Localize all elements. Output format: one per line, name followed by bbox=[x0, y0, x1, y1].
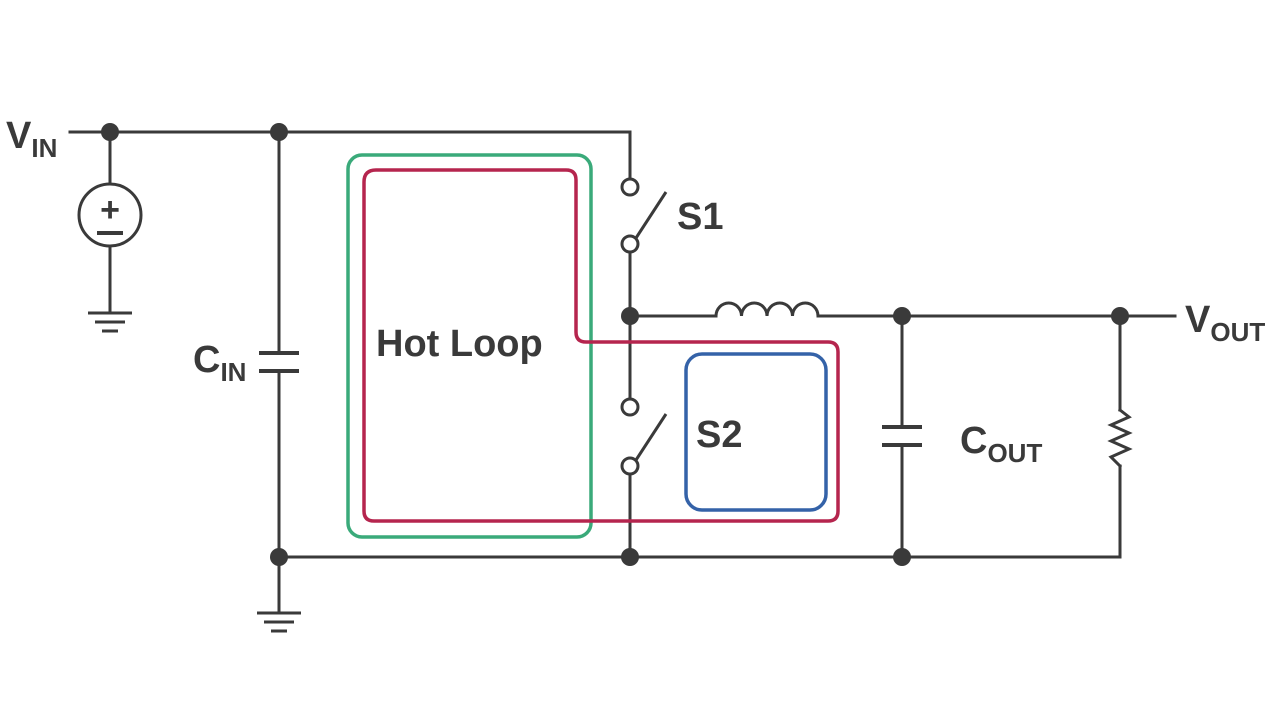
hot-loop-label: Hot Loop bbox=[376, 323, 543, 365]
cout-label: COUT bbox=[960, 420, 1042, 468]
junction-dot bbox=[893, 307, 911, 325]
junction-dot bbox=[621, 548, 639, 566]
junction-dot bbox=[101, 123, 119, 141]
vout-label-sub: OUT bbox=[1210, 317, 1265, 347]
vout-label-main: V bbox=[1185, 299, 1211, 341]
junction-dot bbox=[1111, 307, 1129, 325]
ground-icon bbox=[257, 611, 301, 633]
voltage-source-icon: + bbox=[77, 182, 143, 248]
cout-label-sub: OUT bbox=[987, 438, 1042, 468]
resistor-icon bbox=[1107, 407, 1133, 469]
current-loop-red-path bbox=[362, 168, 840, 523]
cin-label-main: C bbox=[193, 339, 220, 381]
s1-label: S1 bbox=[677, 196, 723, 238]
junction-nodes bbox=[101, 123, 1129, 566]
inductor-icon bbox=[714, 301, 820, 318]
ground-icon bbox=[88, 311, 132, 333]
cin-label: CIN bbox=[193, 339, 246, 387]
vout-label: VOUT bbox=[1185, 299, 1265, 347]
junction-dot bbox=[893, 548, 911, 566]
vin-label-sub: IN bbox=[31, 133, 57, 163]
vin-label: VIN bbox=[6, 115, 57, 163]
s2-switch-icon bbox=[620, 397, 668, 476]
junction-dot bbox=[270, 548, 288, 566]
source-plus-sign: + bbox=[100, 191, 120, 229]
cout-capacitor-icon bbox=[882, 425, 922, 447]
s1-switch-icon bbox=[620, 177, 668, 254]
junction-dot bbox=[621, 307, 639, 325]
hot-loop-green-outline bbox=[346, 153, 593, 539]
junction-dot bbox=[270, 123, 288, 141]
cin-capacitor-icon bbox=[259, 351, 299, 373]
s2-loop-blue-outline bbox=[684, 352, 828, 512]
cin-label-sub: IN bbox=[220, 357, 246, 387]
s2-label: S2 bbox=[696, 414, 742, 456]
vin-label-main: V bbox=[6, 115, 32, 157]
cout-label-main: C bbox=[960, 420, 987, 462]
wires bbox=[68, 130, 1177, 614]
